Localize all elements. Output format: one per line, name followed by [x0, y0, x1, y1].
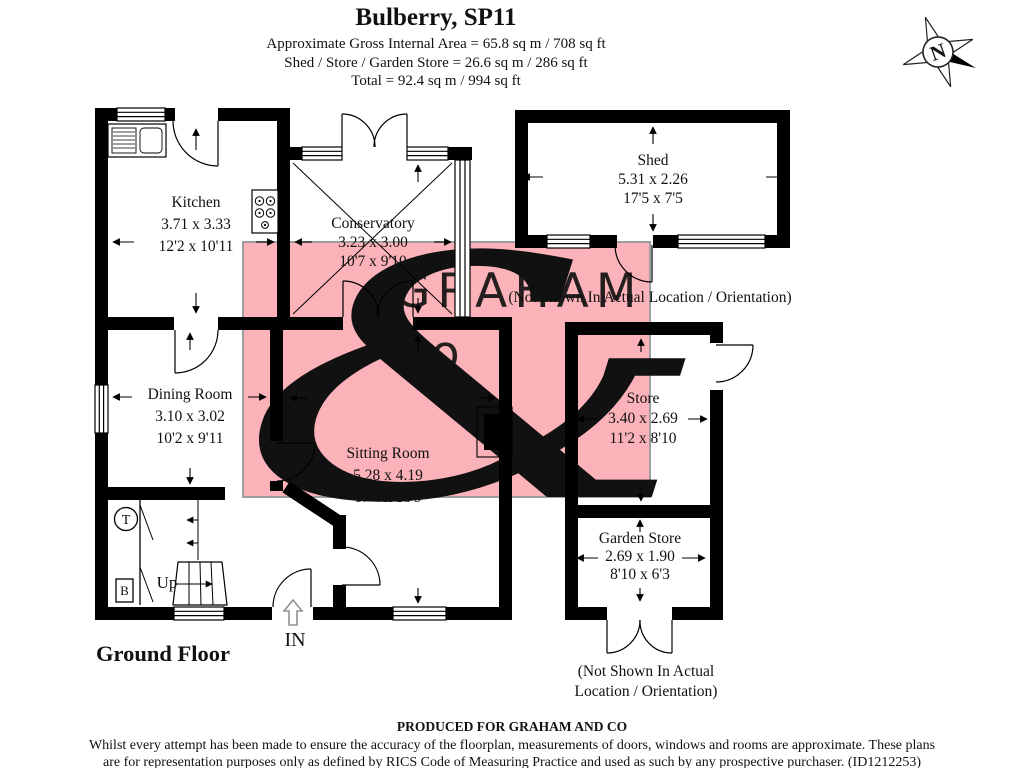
- kitchen-name: Kitchen: [171, 194, 220, 211]
- footer: PRODUCED FOR GRAHAM AND CO Whilst every …: [89, 719, 935, 768]
- tank-label: T: [122, 513, 131, 528]
- sitting-imperial: 17'4 x 13'9: [354, 489, 422, 506]
- footer-disclaimer-2: are for representation purposes only as …: [103, 755, 921, 768]
- shed-metric: 5.31 x 2.26: [618, 171, 688, 188]
- sink-icon: [107, 123, 167, 158]
- garden-store-note-1: (Not Shown In Actual: [578, 663, 714, 680]
- header: Bulberry, SP11 Approximate Gross Interna…: [266, 4, 606, 89]
- window-shed-bottom-1: [546, 234, 591, 249]
- door-entrance: [272, 568, 312, 608]
- shed-note: (Not Shown In Actual Location / Orientat…: [508, 289, 791, 306]
- window-kitchen-top: [116, 107, 166, 122]
- page-title: Bulberry, SP11: [355, 4, 516, 31]
- watermark-word-2: Co: [391, 326, 467, 381]
- garden-store-imperial: 8'10 x 6'3: [610, 566, 670, 583]
- door-garden-store-double: [606, 619, 673, 654]
- kitchen-imperial: 12'2 x 10'11: [159, 238, 234, 255]
- hob-icon: [251, 189, 279, 234]
- window-stairs-bottom: [173, 606, 225, 621]
- label-sitting: Sitting Room 5.28 x 4.19 17'4 x 13'9: [346, 445, 429, 506]
- window-conservatory-top-1: [301, 146, 343, 161]
- stairs-up-label: Up: [157, 573, 178, 592]
- boiler-label: B: [120, 583, 129, 598]
- garden-store-name: Garden Store: [599, 530, 681, 547]
- door-conservatory-double: [342, 280, 414, 318]
- floor-title: Ground Floor: [96, 641, 230, 666]
- dining-metric: 3.10 x 3.02: [155, 408, 225, 425]
- door-dining: [174, 329, 219, 374]
- door-store: [715, 344, 754, 383]
- label-store: Store 3.40 x 2.69 11'2 x 8'10: [608, 390, 678, 447]
- window-shed-bottom-2: [677, 234, 766, 249]
- conservatory-name: Conservatory: [331, 215, 415, 232]
- store-metric: 3.40 x 2.69: [608, 410, 678, 427]
- closet-doors: [139, 500, 154, 605]
- door-conservatory-french: [341, 113, 408, 148]
- window-dining-left: [94, 384, 109, 434]
- door-kitchen-top: [172, 120, 219, 167]
- fireplace-icon: [476, 406, 513, 458]
- kitchen-metric: 3.71 x 3.33: [161, 216, 231, 233]
- window-conservatory-top-2: [406, 146, 449, 161]
- door-shed: [614, 244, 653, 283]
- watermark-panel: [242, 241, 651, 498]
- area-line-1: Approximate Gross Internal Area = 65.8 s…: [266, 36, 606, 52]
- store-name: Store: [627, 390, 660, 407]
- entrance-arrow-icon: [282, 598, 304, 626]
- footer-produced: PRODUCED FOR GRAHAM AND CO: [397, 719, 627, 734]
- walls: [95, 108, 790, 620]
- room-labels: Kitchen 3.71 x 3.33 12'2 x 10'11 Conserv…: [148, 152, 689, 583]
- garden-store-metric: 2.69 x 1.90: [605, 548, 675, 565]
- conservatory-glazing-lines: [292, 162, 453, 315]
- compass-icon: N: [902, 16, 976, 88]
- shed-imperial: 17'5 x 7'5: [623, 190, 683, 207]
- watermark-word-1: GRAHAM: [394, 264, 643, 319]
- sitting-name: Sitting Room: [346, 445, 429, 462]
- door-hall-to-sitting: [276, 442, 316, 482]
- dimension-arrows: [112, 126, 786, 604]
- entrance-in-label: IN: [284, 629, 305, 651]
- tank-symbol: T: [113, 506, 139, 532]
- label-dining: Dining Room 3.10 x 3.02 10'2 x 9'11: [148, 386, 233, 447]
- windows: [94, 107, 766, 621]
- label-kitchen: Kitchen 3.71 x 3.33 12'2 x 10'11: [159, 194, 234, 255]
- footer-disclaimer-1: Whilst every attempt has been made to en…: [89, 738, 935, 753]
- store-imperial: 11'2 x 8'10: [609, 430, 676, 447]
- dining-imperial: 10'2 x 9'11: [156, 430, 223, 447]
- garden-store-note-2: Location / Orientation): [575, 683, 718, 700]
- plan-annotations: (Not Shown In Actual Location / Orientat…: [96, 289, 792, 700]
- label-garden-store: Garden Store 2.69 x 1.90 8'10 x 6'3: [599, 530, 681, 583]
- dining-name: Dining Room: [148, 386, 233, 403]
- stairs-icon: [172, 492, 228, 606]
- boiler-symbol: B: [115, 578, 134, 603]
- door-hall-inner: [341, 546, 381, 586]
- shed-name: Shed: [638, 152, 669, 169]
- area-line-3: Total = 92.4 sq m / 994 sq ft: [351, 73, 521, 89]
- window-sitting-bottom: [392, 606, 447, 621]
- label-shed: Shed 5.31 x 2.26 17'5 x 7'5: [618, 152, 688, 207]
- door-swings: [172, 113, 754, 654]
- compass-circle: [922, 36, 954, 68]
- area-line-2: Shed / Store / Garden Store = 26.6 sq m …: [284, 55, 588, 71]
- window-conservatory-right: [454, 159, 471, 318]
- conservatory-imperial: 10'7 x 9'10: [339, 253, 407, 270]
- sitting-metric: 5.28 x 4.19: [353, 467, 423, 484]
- conservatory-metric: 3.23 x 3.00: [338, 234, 408, 251]
- label-conservatory: Conservatory 3.23 x 3.00 10'7 x 9'10: [331, 215, 415, 270]
